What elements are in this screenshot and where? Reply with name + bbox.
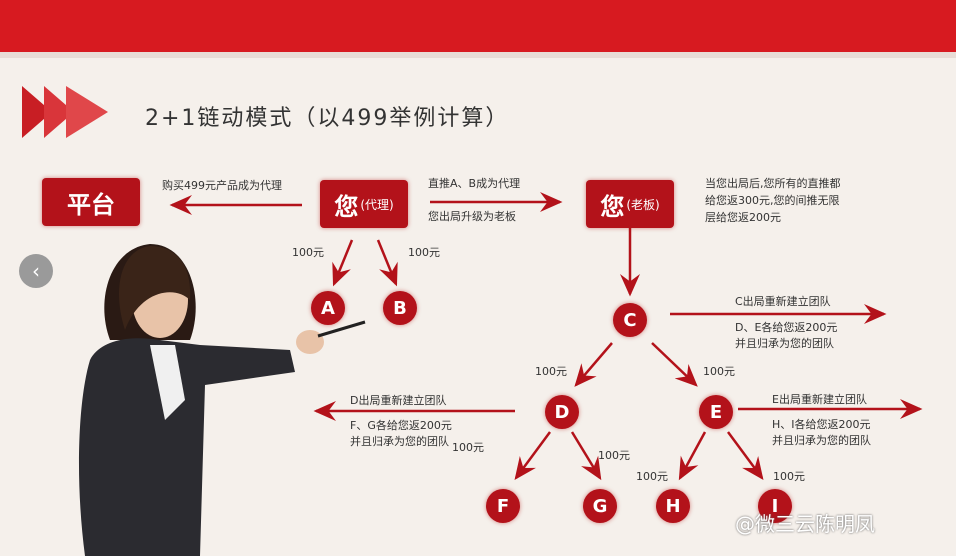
watermark: @微三云陈明凤 — [735, 512, 875, 536]
node-b: B — [383, 291, 417, 325]
arrow — [651, 342, 698, 387]
node-e: E — [699, 395, 733, 429]
buy-text: 购买499元产品成为代理 — [162, 179, 282, 192]
node-c: C — [613, 303, 647, 337]
boss-desc-3: 层给您返200元 — [705, 211, 781, 224]
amount-label: 100元 — [598, 449, 630, 462]
presenter-illustration — [78, 244, 366, 556]
e-out-text: E出局重新建立团队 — [772, 393, 867, 406]
c-desc-1: D、E各给您返200元 — [735, 321, 838, 334]
arrow — [514, 431, 552, 481]
node-h: H — [656, 489, 690, 523]
node-i: I — [758, 489, 792, 523]
node-f: F — [486, 489, 520, 523]
c-desc-2: 并且归承为您的团队 — [735, 337, 834, 350]
title-arrows-icon — [22, 86, 108, 138]
upgrade-text: 您出局升级为老板 — [428, 210, 516, 223]
d-desc-1: F、G各给您返200元 — [350, 419, 452, 432]
prev-button[interactable]: ‹ — [19, 254, 53, 288]
boss-desc-2: 给您返300元,您的间推无限 — [705, 194, 840, 207]
arrow — [570, 431, 602, 481]
node-g: G — [583, 489, 617, 523]
c-out-text: C出局重新建立团队 — [735, 295, 831, 308]
arrow — [332, 239, 354, 287]
amount-label: 100元 — [703, 365, 735, 378]
amount-label: 100元 — [292, 246, 324, 259]
arrow — [678, 431, 707, 481]
amount-label: 100元 — [636, 470, 668, 483]
node-a: A — [311, 291, 345, 325]
amount-label: 100元 — [452, 441, 484, 454]
d-desc-2: 并且归承为您的团队 — [350, 435, 449, 448]
platform-box: 平台 — [42, 178, 140, 226]
arrow — [726, 431, 764, 481]
arrow — [574, 342, 613, 387]
chevron-left-icon: ‹ — [32, 259, 40, 283]
top-banner — [0, 0, 956, 52]
node-d: D — [545, 395, 579, 429]
agent-label: (代理) — [360, 197, 394, 212]
you-label: 您 — [334, 192, 359, 221]
amount-label: 100元 — [535, 365, 567, 378]
direct-text: 直推A、B成为代理 — [428, 177, 521, 190]
arrow — [376, 239, 398, 287]
platform-label: 平台 — [67, 190, 115, 219]
you-label: 您 — [600, 192, 625, 221]
boss-desc-1: 当您出局后,您所有的直推都 — [705, 177, 841, 190]
page-title: 2+1链动模式（以499举例计算） — [145, 106, 510, 131]
you-agent-box: 您(代理) — [320, 180, 408, 228]
e-desc-1: H、I各给您返200元 — [772, 418, 871, 431]
amount-label: 100元 — [773, 470, 805, 483]
banner-divider — [0, 52, 956, 58]
boss-label: (老板) — [626, 197, 660, 212]
amount-label: 100元 — [408, 246, 440, 259]
e-desc-2: 并且归承为您的团队 — [772, 434, 871, 447]
you-boss-box: 您(老板) — [586, 180, 674, 228]
d-out-text: D出局重新建立团队 — [350, 394, 447, 407]
